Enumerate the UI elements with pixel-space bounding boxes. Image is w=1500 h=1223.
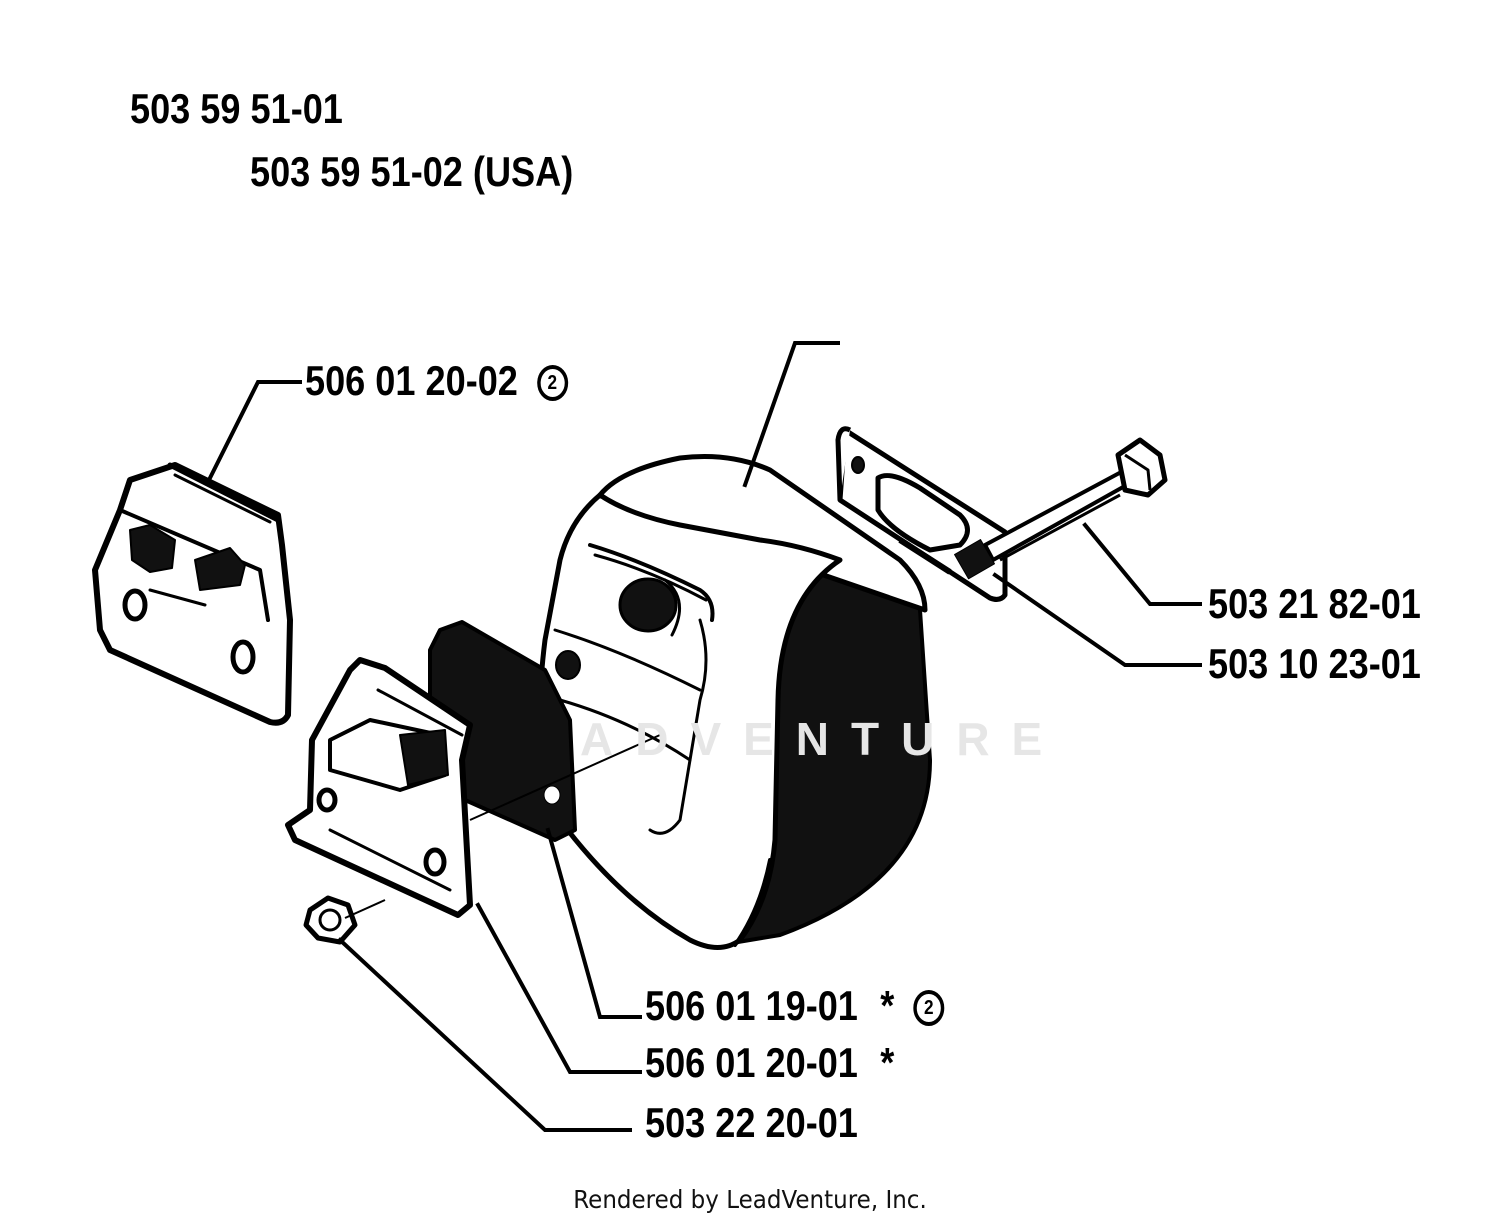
- part-label-506-01-20-02[interactable]: 506 01 20-02 2: [305, 360, 568, 402]
- part-label-506-01-19-01[interactable]: 506 01 19-01 * 2: [645, 982, 945, 1029]
- part-number: 506 01 20-02: [305, 357, 518, 404]
- asterisk-mark: *: [880, 982, 895, 1029]
- assembly-number-usa: 503 59 51-02 (USA): [250, 148, 574, 195]
- part-number: 503 22 20-01: [645, 1099, 858, 1146]
- part-number: 506 01 20-01: [645, 1039, 858, 1086]
- part-number: 503 21 82-01: [1208, 580, 1421, 627]
- part-label-503-21-82-01[interactable]: 503 21 82-01: [1208, 583, 1421, 625]
- part-number: 503 10 23-01: [1208, 640, 1421, 687]
- part-label-503-22-20-01[interactable]: 503 22 20-01: [645, 1102, 858, 1144]
- part-label-503-10-23-01[interactable]: 503 10 23-01: [1208, 643, 1421, 685]
- nut-part: [303, 895, 358, 945]
- footer-credit: Rendered by LeadVenture, Inc.: [573, 1185, 927, 1214]
- asterisk-mark: *: [880, 1039, 895, 1086]
- muffler-body: [537, 454, 932, 950]
- deflector-part: [285, 657, 473, 918]
- leader-lines: [207, 341, 1202, 1132]
- watermark-text: ADVENTURE: [580, 713, 1065, 765]
- part-label-506-01-20-01[interactable]: 506 01 20-01 *: [645, 1042, 894, 1084]
- bracket-part: [92, 462, 293, 726]
- note-circle-icon: 2: [913, 990, 945, 1026]
- bolt: [954, 437, 1168, 580]
- part-number: 506 01 19-01: [645, 982, 858, 1029]
- assembly-lines: [344, 734, 661, 919]
- assembly-number: 503 59 51-01: [130, 85, 343, 132]
- note-circle-icon: 2: [536, 365, 568, 401]
